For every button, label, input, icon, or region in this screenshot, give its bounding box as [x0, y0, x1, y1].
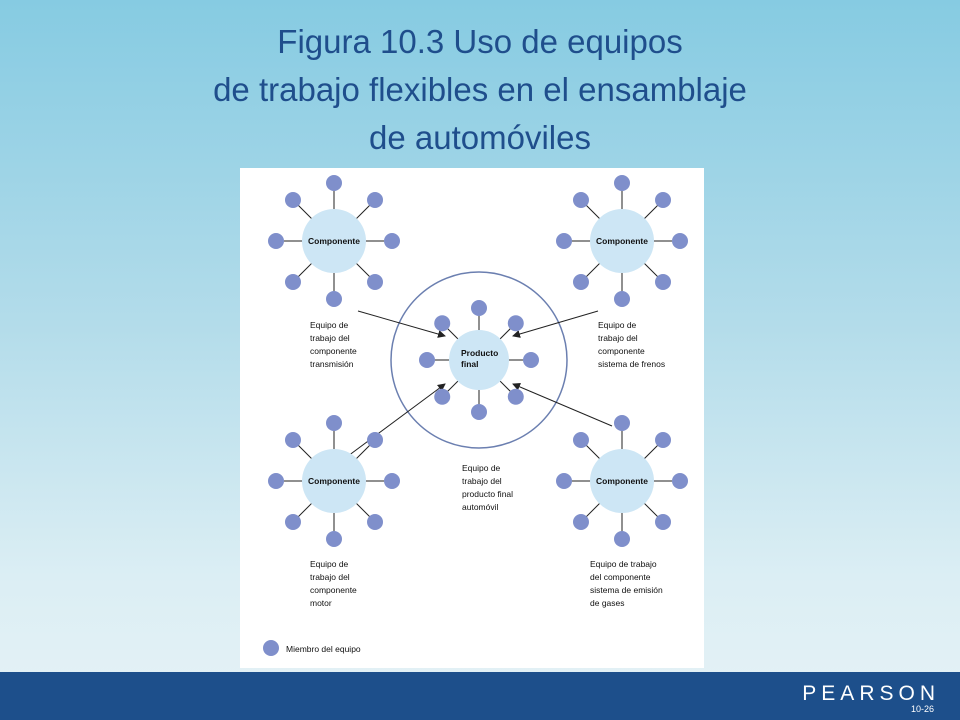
- team-frenos-member-4: [572, 274, 589, 291]
- legend-member-icon: [263, 640, 279, 656]
- team-frenos-member-3: [614, 291, 630, 307]
- team-transmision-member-3: [326, 291, 342, 307]
- team-transmision-member-5: [268, 233, 284, 249]
- team-transmision-caption-line-4: transmisión: [310, 359, 354, 369]
- pearson-logo: PEARSON: [802, 682, 940, 705]
- arrow-frenos: [512, 310, 599, 338]
- legend-label: Miembro del equipo: [286, 644, 361, 654]
- final-product-caption-line-1: Equipo de: [462, 463, 501, 473]
- team-motor-caption-line-2: trabajo del: [310, 572, 350, 582]
- team-motor-member-1: [384, 473, 400, 489]
- final-product-member-8: [507, 315, 524, 332]
- team-transmision-member-6: [284, 191, 301, 208]
- final-product-member-2: [507, 388, 524, 405]
- team-gases-member-6: [572, 431, 589, 448]
- team-motor-hub: [302, 449, 366, 513]
- final-product-label-line-2: final: [461, 359, 478, 369]
- team-transmision-member-2: [367, 274, 384, 291]
- team-transmision-hub: [302, 209, 366, 273]
- team-motor-label: Componente: [308, 476, 360, 486]
- team-frenos-caption-line-2: trabajo del: [598, 333, 638, 343]
- team-motor-member-4: [284, 514, 301, 531]
- team-frenos-caption-line-1: Equipo de: [598, 320, 637, 330]
- team-gases-member-5: [556, 473, 572, 489]
- team-motor-member-8: [367, 431, 384, 448]
- team-gases-caption-line-4: de gases: [590, 598, 625, 608]
- team-transmision-member-4: [284, 274, 301, 291]
- team-transmision-caption-line-2: trabajo del: [310, 333, 350, 343]
- team-gases-hub: [590, 449, 654, 513]
- final-product-member-5: [419, 352, 435, 368]
- center-ring: [390, 271, 568, 449]
- team-transmision-member-1: [384, 233, 400, 249]
- team-motor-member-2: [367, 514, 384, 531]
- final-product-caption-line-3: producto final: [462, 489, 513, 499]
- team-transmision-member-7: [326, 175, 342, 191]
- final-product-member-7: [471, 300, 487, 316]
- team-gases-member-2: [655, 514, 672, 531]
- arrow-transmision: [357, 310, 446, 338]
- team-motor-member-7: [326, 415, 342, 431]
- team-motor-member-6: [284, 431, 301, 448]
- final-product-label-line-1: Producto: [461, 348, 498, 358]
- team-frenos-member-7: [614, 175, 630, 191]
- team-gases-member-7: [614, 415, 630, 431]
- final-product-member-1: [523, 352, 539, 368]
- team-gases-member-1: [672, 473, 688, 489]
- team-frenos-member-2: [655, 274, 672, 291]
- title-line-2: de trabajo flexibles en el ensamblaje: [213, 71, 747, 108]
- team-frenos-caption-line-3: componente: [598, 346, 645, 356]
- team-gases-member-4: [572, 514, 589, 531]
- team-transmision-caption-line-3: componente: [310, 346, 357, 356]
- team-motor-member-3: [326, 531, 342, 547]
- final-product-hub: [449, 330, 509, 390]
- page-number: 10-26: [910, 704, 934, 714]
- title-line-1: Figura 10.3 Uso de equipos: [277, 23, 683, 60]
- team-frenos-member-6: [572, 191, 589, 208]
- team-gases-member-3: [614, 531, 630, 547]
- team-gases-caption-line-3: sistema de emisión: [590, 585, 663, 595]
- title-line-3: de automóviles: [369, 119, 591, 156]
- team-gases-caption-line-1: Equipo de trabajo: [590, 559, 657, 569]
- team-motor-caption-line-4: motor: [310, 598, 332, 608]
- final-product-member-4: [434, 388, 451, 405]
- team-transmision-caption-line-1: Equipo de: [310, 320, 349, 330]
- arrow-gases: [512, 383, 613, 427]
- final-product-caption-line-2: trabajo del: [462, 476, 502, 486]
- team-frenos-hub: [590, 209, 654, 273]
- arrow-motor: [347, 383, 446, 457]
- final-product-caption-line-4: automóvil: [462, 502, 498, 512]
- team-gases-caption-line-2: del componente: [590, 572, 651, 582]
- team-motor-caption-line-3: componente: [310, 585, 357, 595]
- team-frenos-member-8: [655, 191, 672, 208]
- team-transmision-member-8: [367, 191, 384, 208]
- team-frenos-member-1: [672, 233, 688, 249]
- team-gases-label: Componente: [596, 476, 648, 486]
- team-frenos-label: Componente: [596, 236, 648, 246]
- team-gases-member-8: [655, 431, 672, 448]
- team-motor-caption-line-1: Equipo de: [310, 559, 349, 569]
- footer-bar: PEARSON 10-26: [0, 672, 960, 720]
- team-frenos-caption-line-4: sistema de frenos: [598, 359, 665, 369]
- team-motor-member-5: [268, 473, 284, 489]
- final-product-member-6: [434, 315, 451, 332]
- final-product-member-3: [471, 404, 487, 420]
- team-transmision-label: Componente: [308, 236, 360, 246]
- team-frenos-member-5: [556, 233, 572, 249]
- slide-title: Figura 10.3 Uso de equipos de trabajo fl…: [80, 18, 880, 162]
